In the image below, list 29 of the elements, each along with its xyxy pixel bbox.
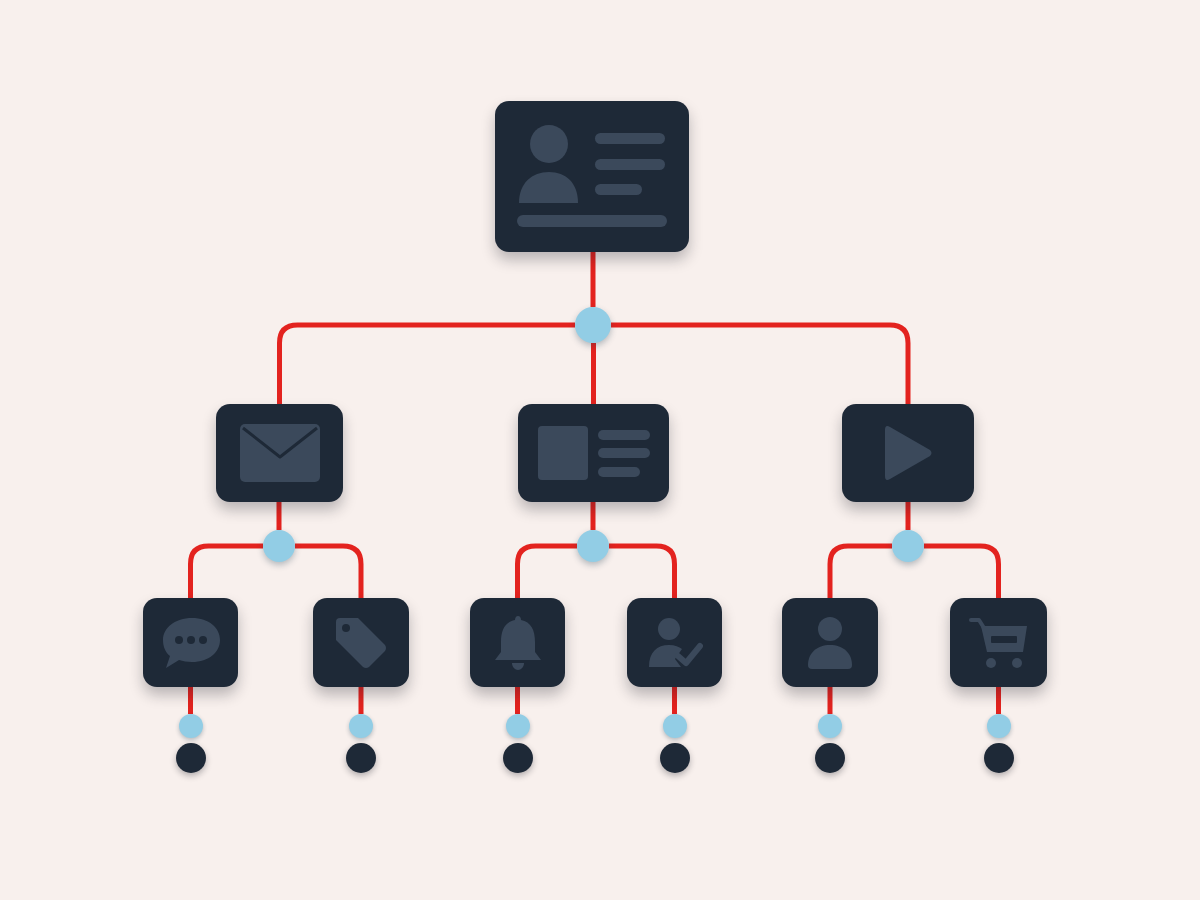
icon-tile — [313, 598, 409, 687]
connector-line — [515, 687, 520, 714]
connector-line — [188, 543, 263, 598]
icon-tile — [842, 404, 974, 502]
connector-line — [590, 502, 596, 530]
icon-tile — [216, 404, 343, 502]
icon-tile — [470, 598, 565, 687]
connector-line — [827, 543, 892, 598]
connector-line — [277, 322, 575, 404]
connector-line — [188, 687, 193, 714]
connector-line — [924, 543, 1001, 598]
icon-tile — [950, 598, 1047, 687]
connector-line — [905, 502, 911, 530]
icon-tile — [782, 598, 878, 687]
connector-line — [591, 343, 596, 404]
connector-line — [672, 687, 677, 714]
connector-line — [295, 543, 364, 598]
connector-line — [827, 687, 833, 714]
connector-line — [996, 687, 1001, 714]
connector-line — [358, 687, 364, 714]
profile-card — [495, 101, 689, 252]
connector-line — [611, 322, 911, 404]
icon-tile — [627, 598, 722, 687]
connector-line — [276, 502, 282, 530]
icon-tile — [143, 598, 238, 687]
connector-line — [609, 543, 677, 598]
connector-line — [590, 252, 596, 307]
icon-tile — [518, 404, 669, 502]
connector-line — [515, 543, 577, 598]
